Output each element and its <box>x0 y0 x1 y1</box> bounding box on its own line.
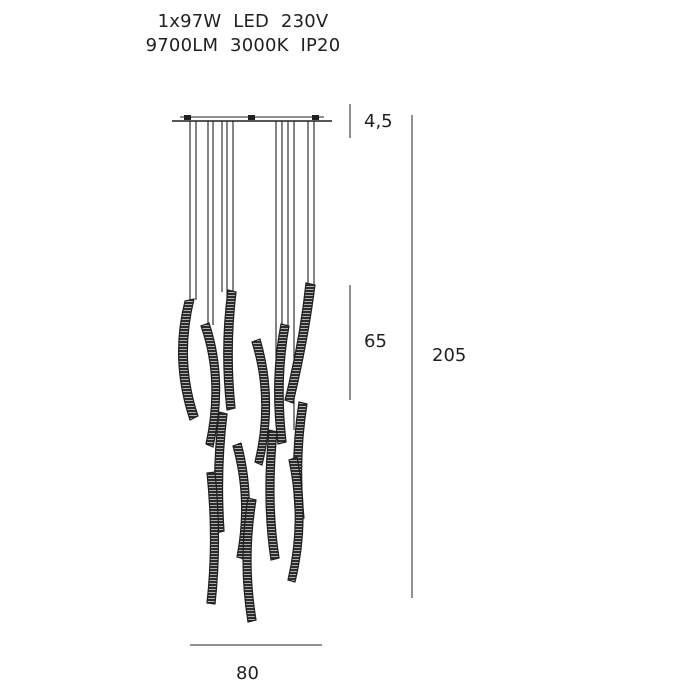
pendant-bar <box>200 322 221 448</box>
pendant-bar <box>206 471 220 605</box>
pendant-bar <box>274 323 290 445</box>
pendant-bars <box>177 282 316 623</box>
pendant-bar <box>242 497 257 623</box>
spec-light-line: 9700LM 3000K IP20 <box>145 35 341 56</box>
pendant-bar <box>223 289 237 411</box>
total-height-label: 205 <box>432 345 467 366</box>
pendant-length-label: 65 <box>364 331 387 352</box>
dimension-lines <box>190 104 413 646</box>
pendant-bar <box>251 338 271 466</box>
width-label: 80 <box>236 663 259 684</box>
canopy-height-label: 4,5 <box>364 111 393 132</box>
ceiling-canopy <box>172 115 332 122</box>
pendant-bar <box>265 429 280 561</box>
pendant-bar <box>287 456 304 583</box>
pendant-bar <box>177 298 199 421</box>
specifications: 1x97W LED 230V 9700LM 3000K IP20 <box>118 10 368 58</box>
spec-power-line: 1x97W LED 230V <box>157 11 329 32</box>
pendant-bar <box>284 282 316 404</box>
